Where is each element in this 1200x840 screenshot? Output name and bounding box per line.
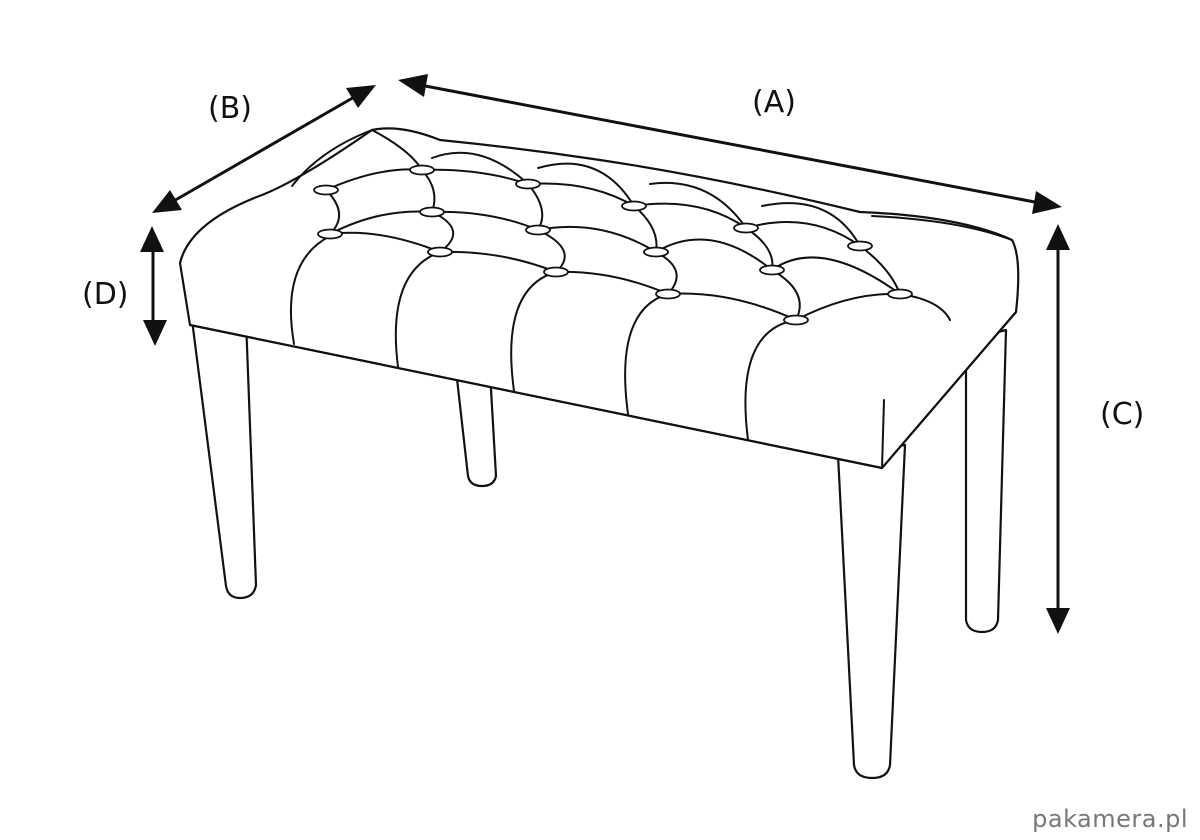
tuft-row2-3 [537, 225, 657, 253]
tufting-button [525, 224, 551, 236]
tuft-back-3 [431, 151, 529, 185]
tufting-button [887, 288, 913, 300]
tufting-button [655, 288, 681, 300]
front-pleat-4 [624, 293, 669, 415]
tuft-row3-3 [527, 182, 635, 207]
tufting-button [313, 184, 339, 196]
tufting-button [419, 206, 445, 218]
dimension-label-a: (A) [752, 85, 796, 120]
tufting-button [543, 266, 569, 278]
tufting-button [427, 246, 453, 258]
front-pleat-1 [290, 235, 331, 345]
tufting-buttons [313, 164, 913, 326]
bench-legs [190, 318, 1008, 780]
tuft-back-5 [649, 182, 747, 229]
dimension-label-c: (C) [1100, 397, 1144, 432]
dimension-label-d: (D) [82, 277, 129, 312]
tuft-back-7 [871, 215, 1013, 241]
watermark: pakamera.pl [1032, 805, 1188, 833]
tufting-button [643, 246, 669, 258]
front-pleat-3 [510, 271, 557, 392]
bench-seat [178, 127, 1020, 470]
tuft-row2-5 [771, 256, 901, 295]
tuft-row3-4 [633, 202, 747, 229]
leg-front-right [836, 443, 907, 780]
dimension-arrow-b [152, 85, 376, 213]
tufting-button [515, 178, 541, 190]
tufting-button [733, 222, 759, 234]
front-roll-4 [667, 292, 797, 321]
tufting-button [409, 164, 435, 176]
tufting-button [847, 240, 873, 252]
tufting-button [317, 228, 343, 240]
tuft-back-6 [761, 202, 861, 247]
seat-side-edge [881, 311, 1017, 469]
leg-back-middle [454, 368, 498, 488]
dimension-arrow-d [140, 226, 167, 346]
tuft-row2-4 [655, 238, 773, 271]
tufting-button [759, 264, 785, 276]
dimension-arrows [140, 74, 1070, 634]
tufting-button [783, 314, 809, 326]
seat-front-corner [881, 399, 885, 469]
tuft-row3-5 [745, 221, 861, 247]
leg-back-right [964, 328, 1008, 634]
tuft-back-1 [291, 129, 373, 187]
dimension-label-b: (B) [208, 91, 252, 126]
dimension-arrow-a [398, 74, 1062, 214]
seat-bottom-edge [189, 324, 883, 469]
front-pleat-2 [394, 251, 441, 368]
tufting-button [621, 200, 647, 212]
front-pleat-5 [744, 319, 797, 441]
tuft-back-4 [537, 162, 635, 207]
leg-front-left [190, 318, 258, 600]
dimension-arrow-c [1046, 224, 1070, 634]
